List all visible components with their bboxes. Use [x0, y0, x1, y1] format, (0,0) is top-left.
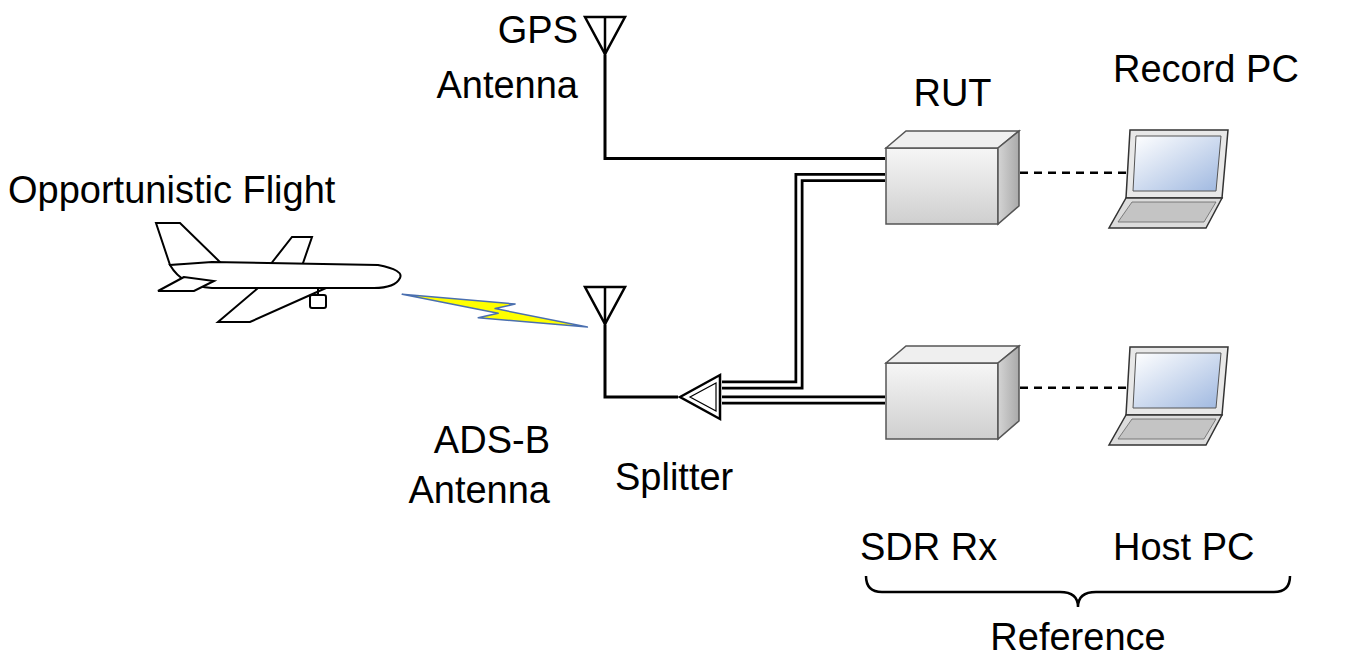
node-label: ADS-B Antenna — [380, 415, 550, 515]
splitter-node: Splitter — [678, 372, 722, 422]
antenna-symbol — [583, 285, 627, 325]
rf-cable — [605, 55, 885, 159]
connector — [722, 178, 885, 386]
receiver-box — [885, 130, 1020, 225]
node-label: Splitter — [615, 452, 733, 502]
node-label: RUT — [885, 68, 1020, 118]
connector — [605, 55, 885, 159]
receiver-box — [885, 345, 1020, 440]
antenna-symbol — [583, 15, 627, 55]
antenna-node: GPS Antenna — [583, 15, 627, 55]
rf-cable — [605, 325, 678, 397]
splitter-symbol — [678, 372, 722, 422]
connector — [722, 400, 885, 401]
data-link — [1020, 387, 1128, 390]
group-label: Reference — [978, 612, 1178, 662]
node-label: Record PC — [1113, 44, 1299, 94]
laptop-icon — [1108, 128, 1230, 230]
cable-outer — [722, 396, 885, 405]
cable-inner — [722, 178, 885, 386]
connector — [605, 325, 678, 397]
airplane-illustration — [150, 215, 410, 325]
laptop-icon — [1108, 345, 1230, 447]
node-label: Host PC — [1113, 522, 1254, 572]
radio-link — [402, 294, 587, 327]
connector — [1020, 387, 1128, 388]
aircraft-node: Opportunistic Flight — [150, 215, 410, 325]
receiver-node: SDR Rx — [885, 345, 1020, 440]
antenna-node: ADS-B Antenna — [583, 285, 627, 325]
node-label: Opportunistic Flight — [8, 165, 335, 215]
curly-brace — [866, 576, 1290, 607]
pc-node: Host PC — [1108, 345, 1230, 447]
node-label: SDR Rx — [860, 522, 997, 572]
receiver-node: RUT — [885, 130, 1020, 225]
connector — [402, 294, 587, 327]
connector — [1020, 172, 1128, 173]
data-link — [1020, 172, 1128, 175]
cable-inner — [722, 398, 885, 402]
pc-node: Record PC — [1108, 128, 1230, 230]
cable-outer — [722, 178, 885, 386]
node-label: GPS Antenna — [418, 3, 578, 113]
